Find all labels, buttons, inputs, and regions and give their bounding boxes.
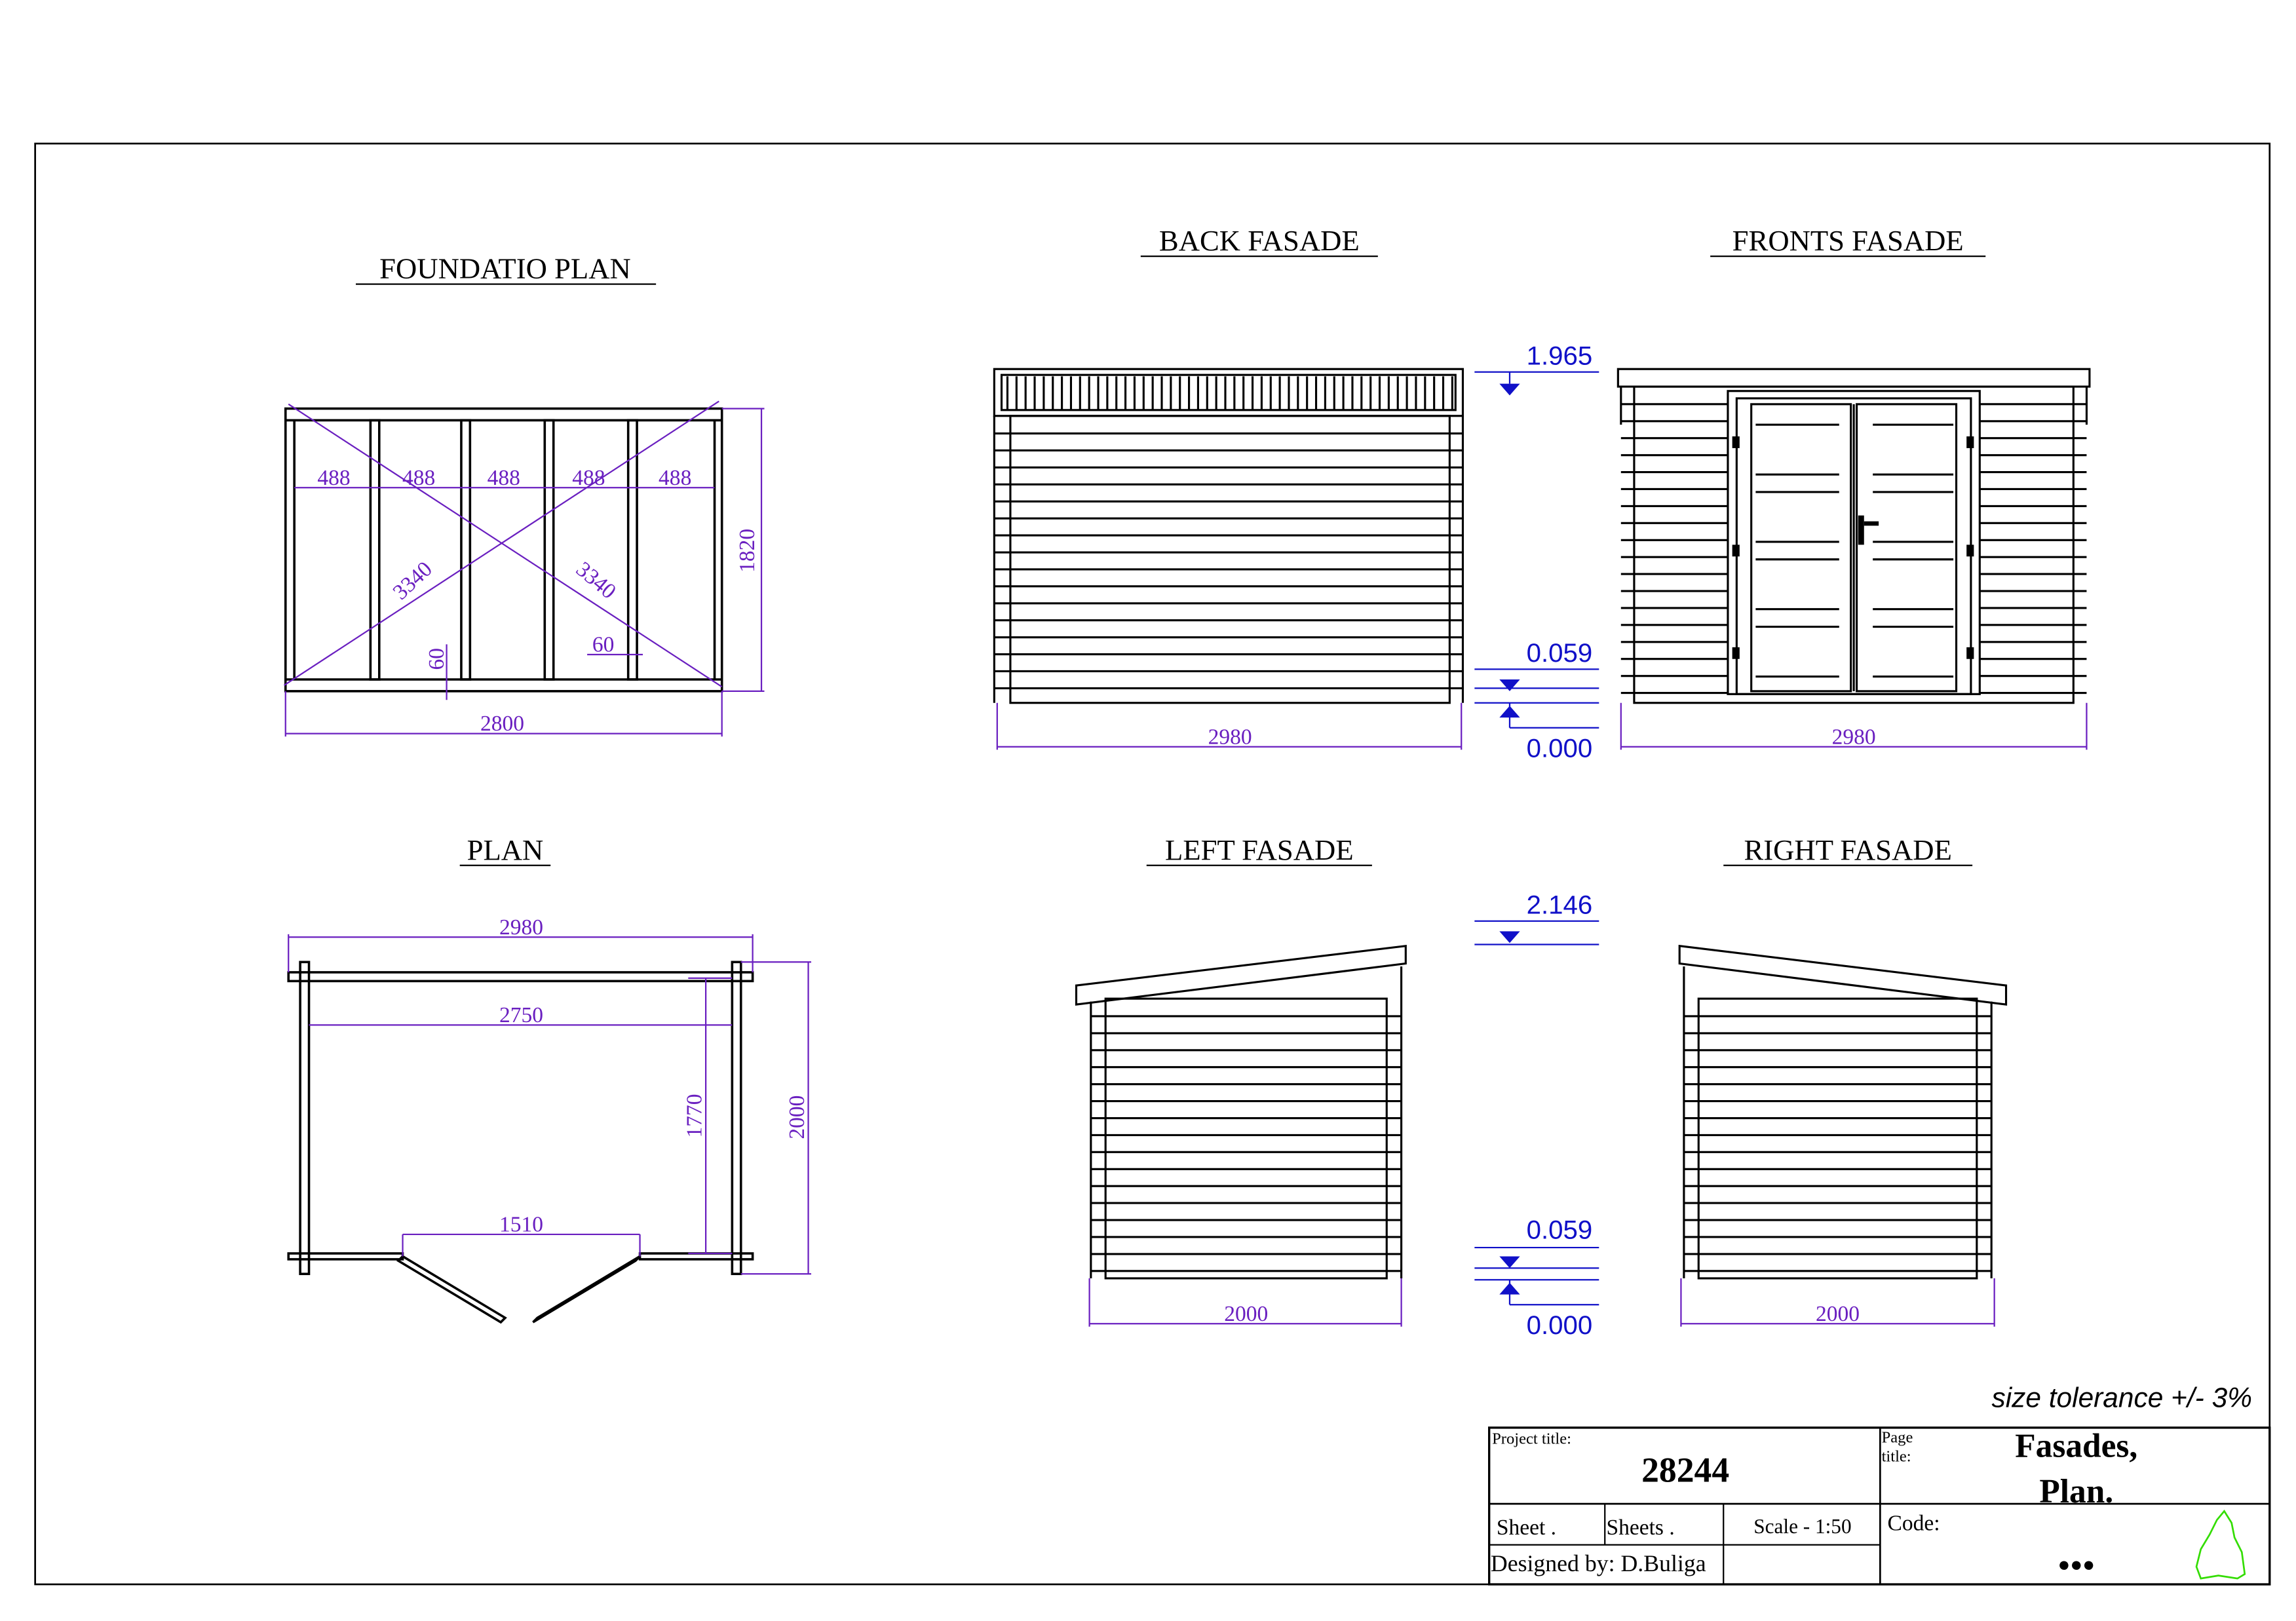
level-bottom-floor: 0.059: [1527, 1215, 1593, 1245]
level-bottom-ground: 0.000: [1527, 1310, 1593, 1340]
left-fasade-walls: [1075, 944, 1407, 1280]
level-bottom-ridge: 2.146: [1527, 890, 1593, 920]
foundation-spacing-5: 488: [659, 466, 691, 490]
back-width: 2980: [1208, 725, 1252, 749]
title-left: LEFT FASADE: [1165, 833, 1354, 866]
plan-outer-depth: 2000: [785, 1096, 809, 1139]
level-marker-icon: [1499, 706, 1520, 718]
left-fasade: 2000: [1075, 944, 1407, 1327]
foundation-spacing-2: 488: [402, 466, 435, 490]
front-fasade-walls: [1617, 368, 2091, 704]
title-back: BACK FASADE: [1159, 224, 1360, 257]
plan-door-width: 1510: [499, 1212, 543, 1236]
size-tolerance-note: size tolerance +/- 3%: [1991, 1383, 2251, 1413]
title-right: RIGHT FASADE: [1744, 833, 1951, 866]
front-door: [1727, 390, 1981, 695]
foundation-dimension-lines: [283, 400, 765, 737]
foundation-width: 2800: [480, 712, 524, 736]
title-foundation: FOUNDATIO PLAN: [379, 252, 631, 285]
code-label: Code:: [1888, 1511, 1940, 1535]
floor-plan: 2980 2750 1770 2000 1510: [287, 915, 812, 1324]
page-title-value-1: Fasades,: [2015, 1428, 2137, 1465]
level-top-floor: 0.059: [1527, 638, 1593, 668]
foundation-frame: [284, 407, 723, 693]
plan-inner-depth: 1770: [682, 1094, 706, 1137]
level-top-ground: 0.000: [1527, 733, 1593, 763]
level-marker-icon: [1499, 931, 1520, 944]
foundation-spacing-1: 488: [317, 466, 350, 490]
title-front: FRONTS FASADE: [1732, 224, 1964, 257]
level-marker-icon: [1499, 1256, 1520, 1268]
levels-top: 1.965 0.059 0.000: [1474, 341, 1599, 763]
plan-outer-width: 2980: [499, 915, 543, 940]
foundation-diagonal-b: 3340: [571, 557, 621, 603]
title-plan: PLAN: [467, 833, 544, 866]
front-fasade: 2980: [1617, 368, 2091, 750]
foundation-diagonal-a: 3340: [389, 557, 437, 605]
sheet-border: [34, 142, 2271, 1586]
right-fasade-walls: [1678, 944, 2008, 1280]
page-title-value-2: Plan.: [2039, 1473, 2113, 1510]
level-marker-icon: [1499, 1282, 1520, 1295]
plan-walls: [287, 961, 754, 1324]
code-value: ●●●: [2057, 1553, 2095, 1576]
door-handle-icon: [1732, 436, 1974, 659]
left-width: 2000: [1224, 1302, 1268, 1326]
back-fasade: 2980: [993, 368, 1464, 750]
foundation-beam-b: 60: [592, 633, 615, 657]
foundation-spacing-4: 488: [572, 466, 605, 490]
project-title-value: 28244: [1641, 1451, 1729, 1490]
levels-bottom: 2.146 0.059 0.000: [1474, 890, 1599, 1340]
designed-by: Designed by: D.Buliga: [1491, 1550, 1706, 1576]
level-marker-icon: [1499, 679, 1520, 691]
front-width: 2980: [1832, 725, 1876, 749]
level-top-ridge: 1.965: [1527, 341, 1593, 371]
tree-logo-icon: [2195, 1510, 2246, 1580]
title-block: Project title: 28244 Page title: Fasades…: [1488, 1426, 2271, 1586]
project-title-label: Project title:: [1492, 1430, 1571, 1448]
scale-label: Scale - 1:50: [1753, 1515, 1851, 1538]
sheet-label: Sheet .: [1497, 1516, 1556, 1540]
foundation-beam-a: 60: [425, 648, 449, 670]
right-width: 2000: [1816, 1302, 1860, 1326]
foundation-spacing-3: 488: [488, 466, 520, 490]
page-title-label-1: Page: [1882, 1428, 1913, 1446]
foundation-height: 1820: [735, 529, 759, 573]
foundation-plan: 488 488 488 488 488 3340 3340 1820 2800 …: [283, 400, 765, 737]
page-title-label-2: title:: [1882, 1447, 1911, 1465]
level-marker-icon: [1499, 383, 1520, 396]
plan-inner-width: 2750: [499, 1003, 543, 1027]
section-titles: FOUNDATIO PLAN BACK FASADE FRONTS FASADE…: [356, 224, 1986, 866]
right-fasade: 2000: [1678, 944, 2008, 1327]
back-fasade-walls: [993, 368, 1464, 704]
sheets-label: Sheets .: [1606, 1516, 1674, 1540]
